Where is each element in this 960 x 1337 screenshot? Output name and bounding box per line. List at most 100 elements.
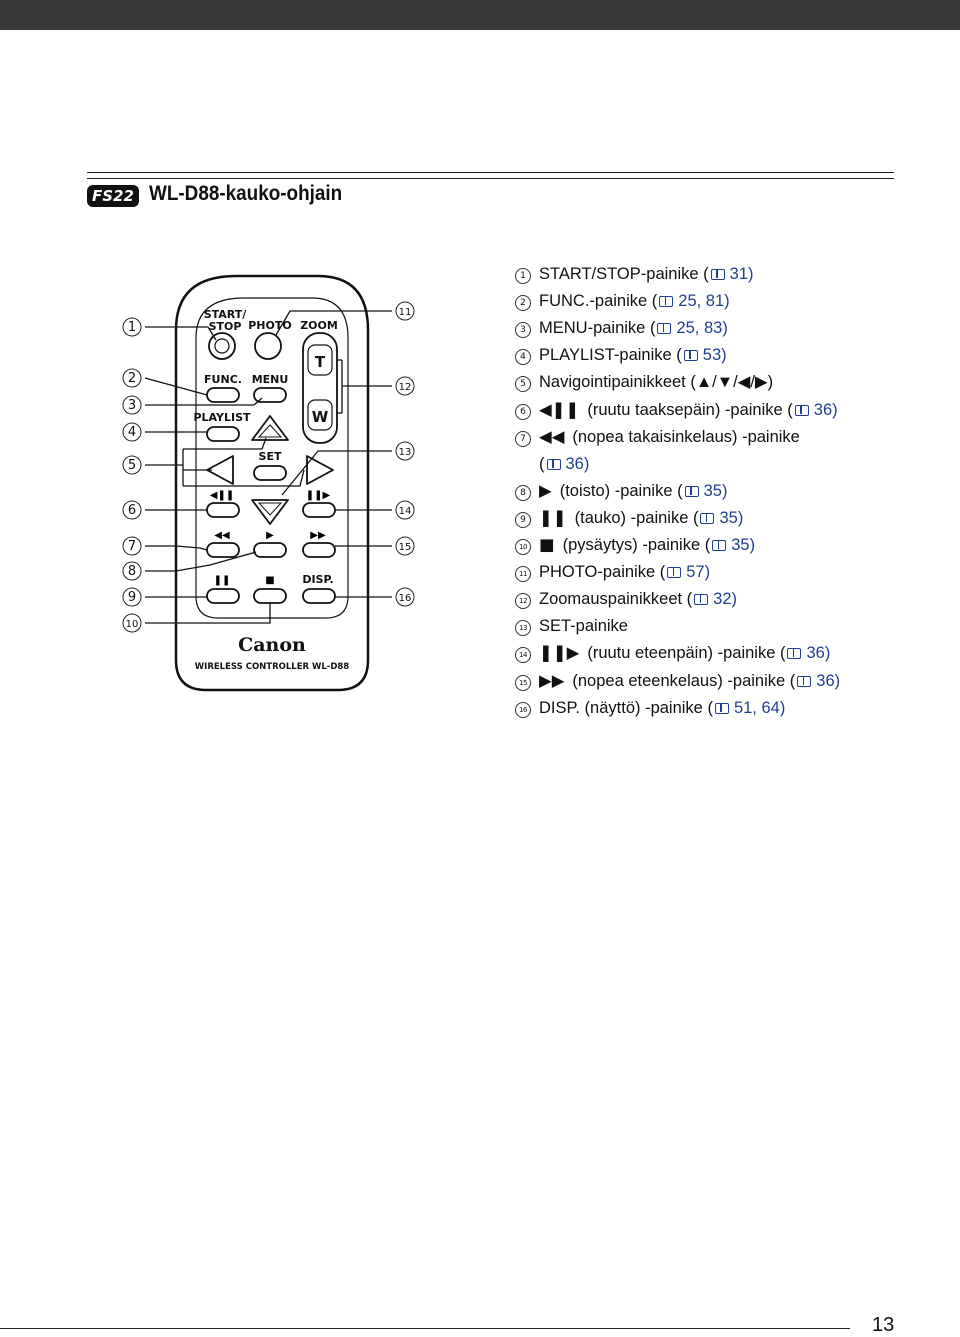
legend-number: 1 xyxy=(515,268,531,284)
frame-forward-button xyxy=(302,502,336,518)
frame-forward-symbol: ❚❚▶ xyxy=(306,490,331,501)
page-reference-link[interactable]: 36 xyxy=(565,454,584,473)
page-reference-link[interactable]: 25, 81 xyxy=(678,292,725,311)
page-reference-link[interactable]: 36 xyxy=(816,671,835,690)
book-icon xyxy=(794,404,809,416)
page-reference-link[interactable]: 36 xyxy=(813,400,833,419)
left-leader-lines xyxy=(144,326,305,624)
callout-10: 10 xyxy=(126,619,139,630)
closing-paren: ) xyxy=(824,644,831,663)
book-icon xyxy=(667,567,682,579)
legend-item: 10■(pysäytys) -painike (35) xyxy=(515,535,755,555)
label-playlist: PLAYLIST xyxy=(193,411,251,424)
legend-number: 16 xyxy=(515,701,531,718)
right-leader-lines xyxy=(275,310,392,598)
legend-text: MENU-painike ( xyxy=(539,319,656,338)
button-glyph-icon: ▶▶ xyxy=(539,670,565,690)
button-glyph-icon: ◀◀ xyxy=(539,426,565,446)
nav-down-button xyxy=(251,499,289,525)
button-glyph-icon: ◀❚❚ xyxy=(539,399,580,419)
photo-button xyxy=(254,332,282,360)
remote-diagram: START/ STOP PHOTO ZOOM T W FUNC. MENU PL… xyxy=(122,274,415,692)
legend-number: 13 xyxy=(515,620,531,637)
rewind-symbol: ◀◀ xyxy=(214,530,230,541)
page-reference-link[interactable]: 35 xyxy=(731,536,750,554)
page-reference-link[interactable]: 53 xyxy=(702,346,722,365)
canon-logo: Canon xyxy=(238,634,306,656)
legend-number: 4 xyxy=(515,349,531,366)
page-reference-link[interactable]: 25, 83 xyxy=(676,319,723,338)
label-menu: MENU xyxy=(252,373,289,386)
page-reference-link[interactable]: 36 xyxy=(806,644,825,663)
legend-number: 14 xyxy=(515,647,531,664)
legend-item: 6 ◀❚❚ (ruutu taaksepäin) -painike ( 36) xyxy=(515,400,838,420)
stop-symbol: ■ xyxy=(265,575,274,586)
legend-text: (toisto) -painike ( xyxy=(559,481,683,500)
callout-12: 12 xyxy=(399,382,412,393)
nav-up-button xyxy=(251,415,289,441)
legend-text: DISP. (näyttö) -painike ( xyxy=(539,698,713,717)
nav-left-button xyxy=(206,455,234,485)
legend-text: (ruutu taaksepäin) -painike ( xyxy=(587,400,793,419)
disp-button xyxy=(302,588,336,604)
nav-right-button xyxy=(306,455,334,485)
closing-paren: ) xyxy=(749,536,756,554)
legend-text: PLAYLIST-painike ( xyxy=(539,346,682,365)
book-icon xyxy=(659,296,674,308)
label-stop: STOP xyxy=(209,320,242,333)
callout-3: 3 xyxy=(128,398,136,413)
closing-paren: ) xyxy=(583,454,590,473)
book-icon xyxy=(700,512,715,524)
menu-button xyxy=(253,387,287,403)
book-icon xyxy=(787,648,802,660)
playlist-button xyxy=(206,426,240,442)
page-reference-link[interactable]: 57 xyxy=(686,563,705,582)
page-reference-link[interactable]: 35 xyxy=(719,508,738,527)
legend-text: Zoomauspainikkeet ( xyxy=(539,590,693,609)
closing-paren: ) xyxy=(832,400,838,419)
callout-13: 13 xyxy=(399,447,412,458)
play-button xyxy=(253,542,287,558)
legend-text: Navigointipainikkeet (▲/▼/◀/▶) xyxy=(539,373,774,392)
legend-text: SET-painike xyxy=(539,617,628,636)
legend-text: (nopea takaisinkelaus) -painike xyxy=(572,427,800,446)
legend-item: 9❚❚(tauko) -painike (35) xyxy=(515,508,743,528)
legend-number: 7 xyxy=(515,430,531,447)
label-zoom: ZOOM xyxy=(300,319,338,332)
callout-2: 2 xyxy=(128,371,136,386)
legend-number: 6 xyxy=(515,403,531,420)
legend-item: 4 PLAYLIST-painike ( 53) xyxy=(515,345,727,366)
button-glyph-icon: ▶ xyxy=(539,480,552,500)
legend-number: 10 xyxy=(515,539,531,555)
legend-number: 12 xyxy=(515,593,531,610)
closing-paren: ) xyxy=(721,346,727,365)
legend-number: 9 xyxy=(515,511,531,528)
left-callouts: 1 2 3 4 5 6 7 8 9 10 xyxy=(122,317,142,633)
page-reference-link[interactable]: 51, 64 xyxy=(733,698,780,717)
stop-button xyxy=(253,588,287,604)
func-button xyxy=(206,387,240,403)
set-button xyxy=(253,465,287,481)
callout-9: 9 xyxy=(128,590,136,605)
closing-paren: ) xyxy=(704,563,711,582)
page-reference-link[interactable]: 32 xyxy=(713,590,732,609)
page-reference-link[interactable]: 35 xyxy=(703,481,722,500)
callout-6: 6 xyxy=(128,503,136,518)
legend-text: PHOTO-painike ( xyxy=(539,563,666,582)
closing-paren: ) xyxy=(779,698,786,717)
callout-15: 15 xyxy=(399,542,412,553)
zoom-w-label: W xyxy=(312,408,329,426)
book-icon xyxy=(694,594,709,606)
model-badge: FS22 xyxy=(87,185,139,207)
frame-back-symbol: ◀❚❚ xyxy=(210,490,234,501)
legend-text: (nopea eteenkelaus) -painike ( xyxy=(572,671,796,690)
book-icon xyxy=(712,540,727,551)
closing-paren: ) xyxy=(721,481,728,500)
legend-item: (36) xyxy=(539,454,589,474)
legend-item: 7 ◀◀ (nopea takaisinkelaus) -painike xyxy=(515,427,800,447)
closing-paren: ) xyxy=(748,265,754,283)
page-reference-link[interactable]: 31 xyxy=(729,265,748,283)
